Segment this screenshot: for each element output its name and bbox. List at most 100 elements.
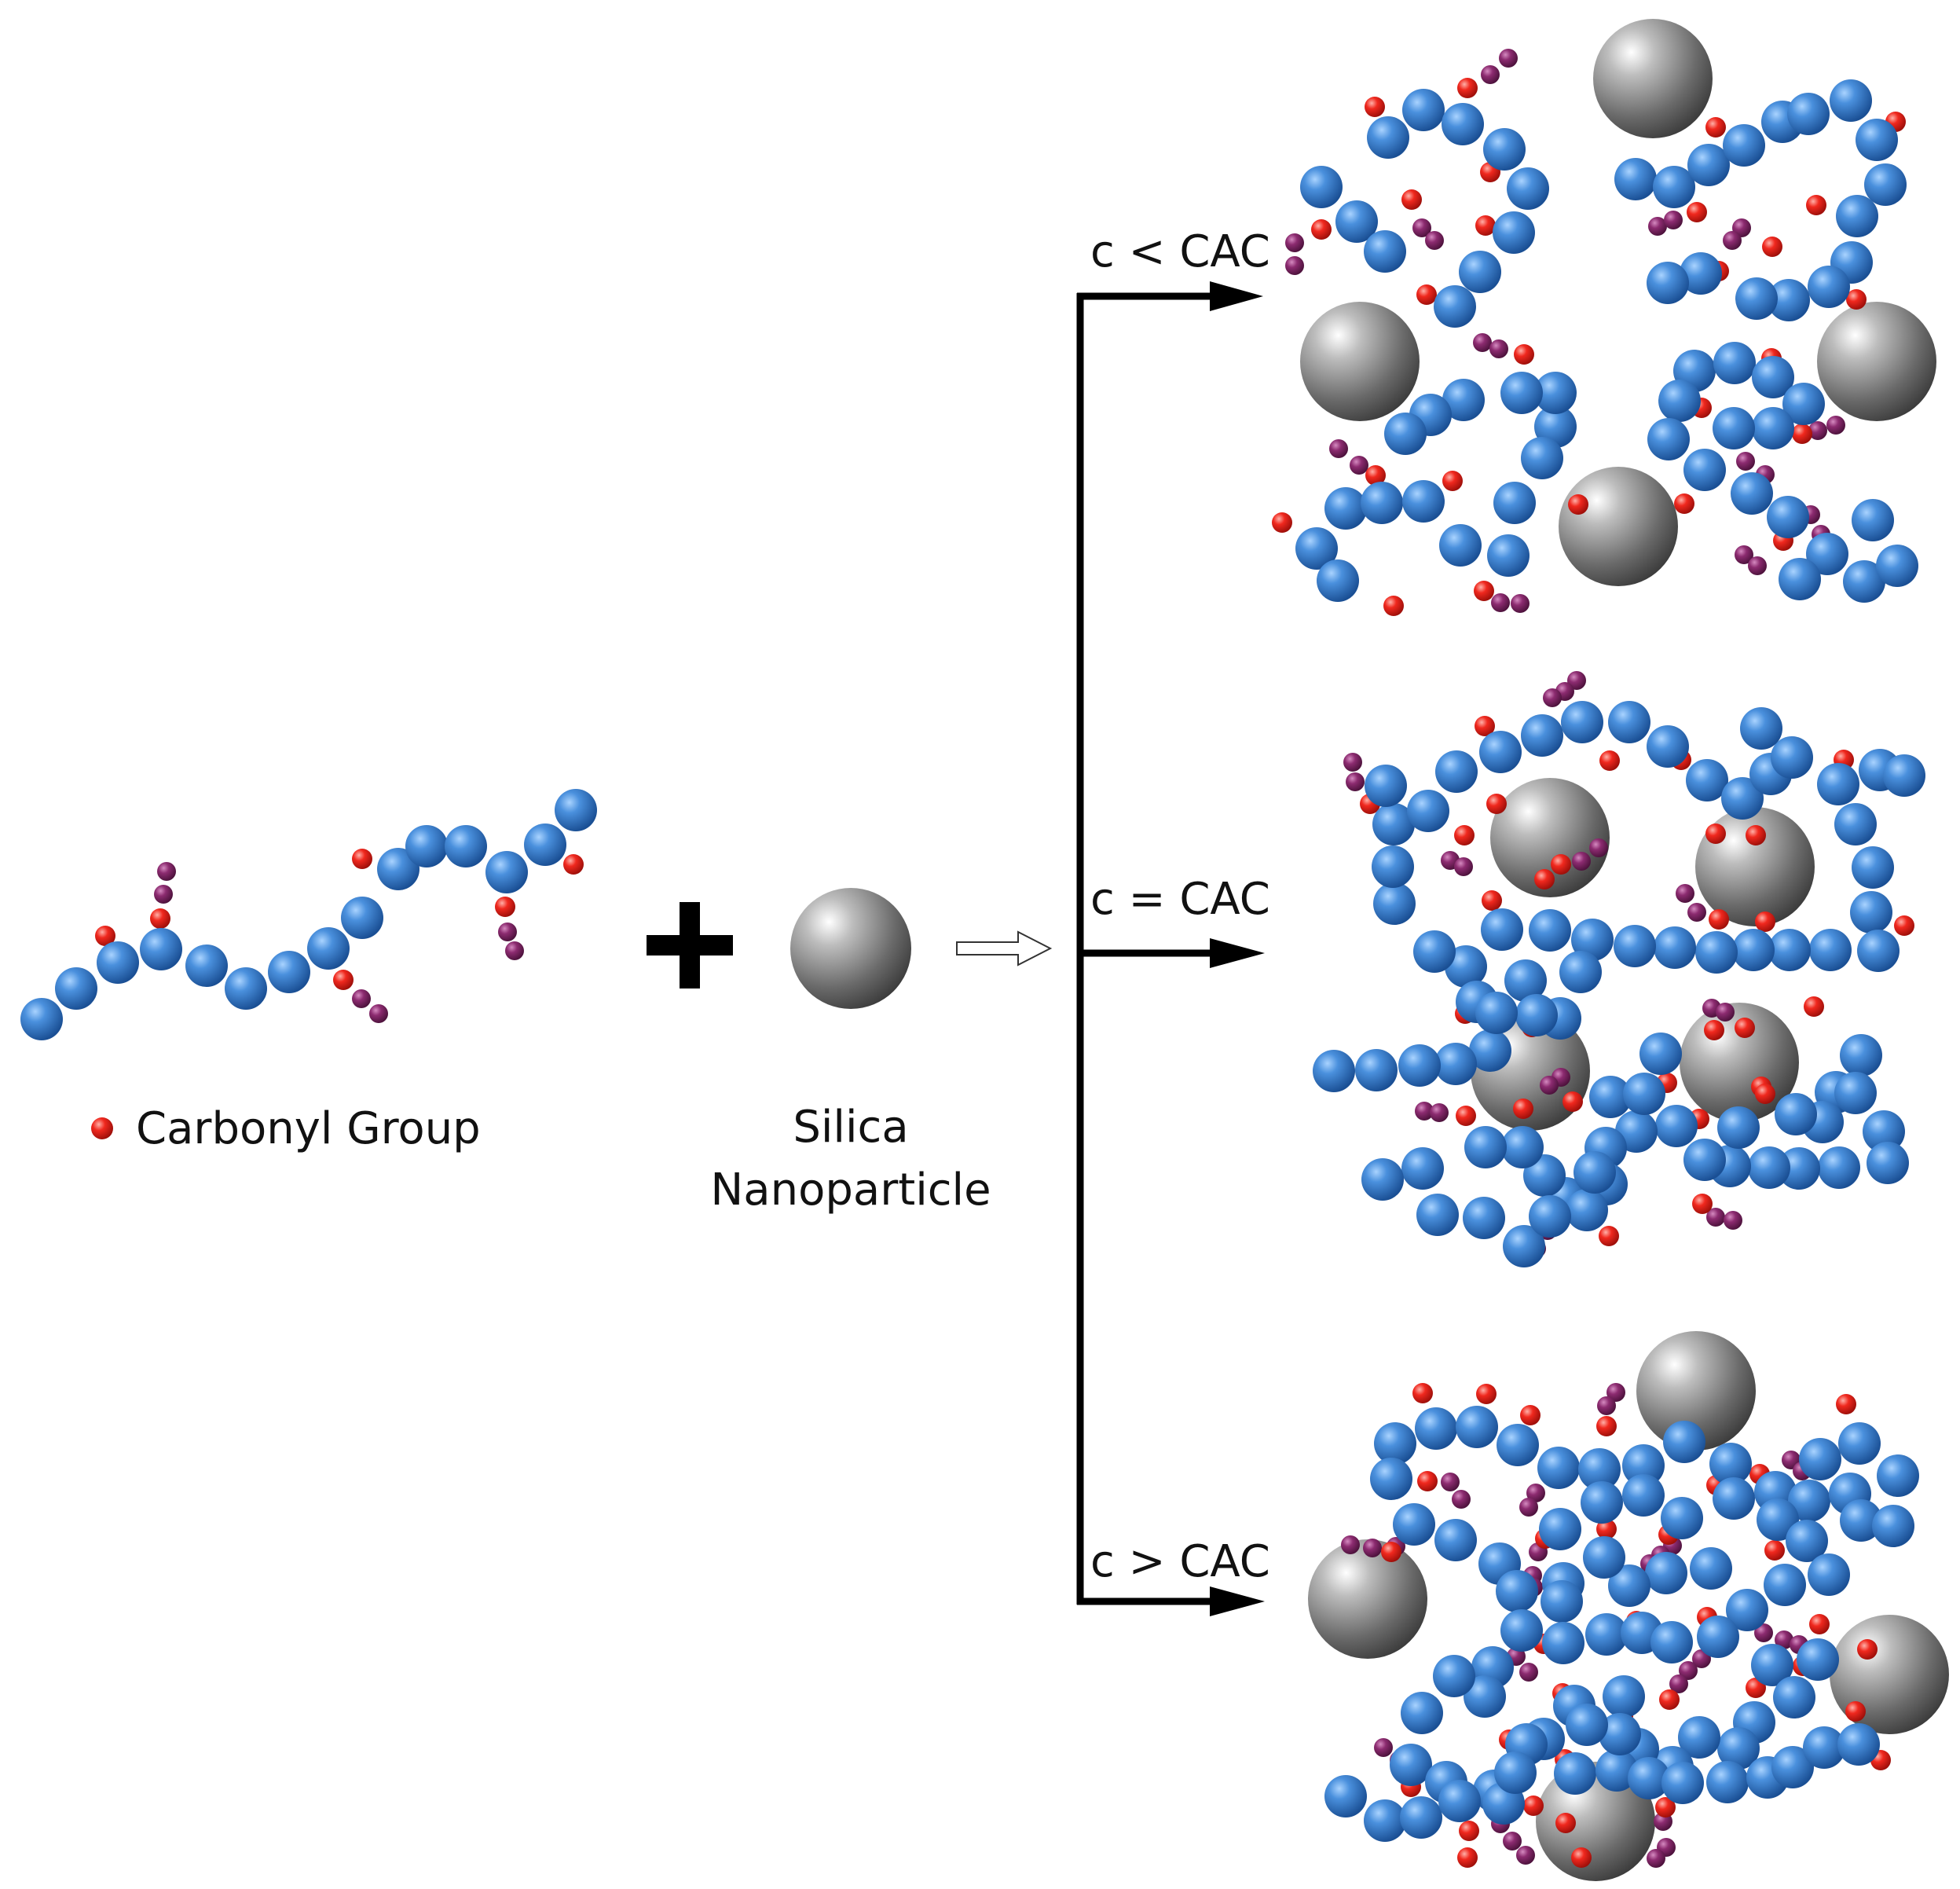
monomer-bead (1709, 1443, 1752, 1485)
monomer-bead (1850, 891, 1892, 933)
monomer-bead (1683, 1139, 1726, 1181)
carbonyl-bead (1523, 1795, 1544, 1816)
monomer-bead (1645, 1552, 1687, 1594)
monomer-bead (1843, 560, 1885, 603)
monomer-bead (1515, 994, 1558, 1036)
carbonyl-bead (1705, 823, 1726, 844)
carbonyl-bead (1551, 854, 1571, 875)
monomer-bead (1537, 1447, 1580, 1489)
monomer-bead (1373, 882, 1416, 925)
carbonyl-bead (1571, 1847, 1592, 1868)
monomer-bead (1864, 163, 1907, 206)
monomer-bead (1752, 356, 1794, 398)
side-chain-bead (1473, 333, 1492, 352)
monomer-bead (1840, 1499, 1882, 1542)
carbonyl-bead (1457, 78, 1478, 98)
monomer-bead (1433, 1655, 1475, 1697)
carbonyl-bead (1599, 750, 1620, 771)
monomer-bead (1364, 230, 1406, 273)
monomer-bead (1773, 1676, 1815, 1718)
carbonyl-bead (1846, 289, 1867, 310)
side-chain-bead (1754, 1623, 1773, 1642)
side-chain-bead (1716, 1003, 1735, 1022)
side-chain-bead (1775, 1630, 1793, 1649)
carbonyl-bead (1659, 1689, 1680, 1710)
side-chain-bead (498, 922, 517, 941)
side-chain-bead (369, 1004, 388, 1023)
monomer-bead (1487, 534, 1530, 577)
monomer-bead (1367, 116, 1409, 159)
side-chain-bead (1606, 1383, 1625, 1402)
side-chain-bead (1363, 1539, 1382, 1557)
monomer-bead (1415, 1407, 1457, 1450)
monomer-bead (1534, 372, 1577, 414)
monomer-bead (1653, 166, 1695, 208)
carbonyl-bead (1475, 215, 1496, 236)
monomer-bead (1401, 1692, 1443, 1734)
carbonyl-bead (1596, 1519, 1617, 1539)
carbonyl-bead (1599, 1226, 1619, 1246)
side-chain-bead (1597, 1396, 1616, 1415)
monomer-bead (1857, 930, 1900, 972)
monomer-bead (1863, 1110, 1905, 1153)
monomer-bead (1799, 1438, 1841, 1480)
side-chain-bead (1341, 1535, 1360, 1554)
monomer-bead (1493, 211, 1535, 254)
carbonyl-bead (1401, 189, 1422, 210)
monomer-bead (1788, 1480, 1830, 1522)
carbonyl-bead (1704, 1020, 1724, 1040)
monomer-bead (1581, 1481, 1623, 1524)
side-chain-bead (1589, 838, 1608, 857)
branch-label-below-cac: c < CAC (1090, 226, 1270, 277)
monomer-bead (1779, 558, 1821, 600)
monomer-bead (1324, 487, 1367, 530)
side-chain-bead (1425, 231, 1444, 250)
carbonyl-bead (1514, 344, 1534, 365)
carbonyl-bead (1416, 284, 1437, 305)
monomer-bead (1439, 524, 1482, 567)
carbonyl-bead (352, 849, 372, 869)
side-chain-bead (1374, 1738, 1393, 1757)
monomer-bead (1757, 1498, 1799, 1541)
monomer-bead (1374, 1422, 1416, 1465)
monomer-bead (1365, 765, 1407, 807)
monomer-bead (1393, 1503, 1435, 1546)
monomer-bead (1521, 714, 1563, 757)
monomer-bead (1599, 1713, 1641, 1755)
carbonyl-bead (333, 970, 354, 990)
monomer-bead (1501, 1126, 1544, 1168)
side-chain-bead (1519, 1663, 1538, 1682)
monomer-bead (1647, 418, 1690, 460)
monomer-bead (1566, 1189, 1608, 1231)
monomer-bead (1687, 144, 1730, 186)
side-chain-bead (1735, 545, 1753, 564)
monomer-bead (1806, 533, 1848, 575)
monomer-bead (1438, 1780, 1481, 1822)
side-chain-bead (1415, 1102, 1434, 1121)
monomer-bead (1751, 1644, 1793, 1686)
carbonyl-bead (1755, 1084, 1775, 1104)
carbonyl-bead (1762, 237, 1782, 257)
monomer-bead (1595, 1749, 1638, 1792)
side-chain-bead (1285, 256, 1304, 275)
monomer-bead (1655, 1105, 1698, 1147)
polymer-chain (20, 789, 597, 1040)
silica-particle (1636, 1331, 1756, 1451)
side-chain-bead (1343, 753, 1362, 772)
carbonyl-bead (95, 926, 115, 946)
monomer-bead (1317, 559, 1359, 602)
carbonyl-bead (1687, 202, 1707, 222)
side-chain-bead (1285, 233, 1304, 252)
monomer-bead (97, 941, 139, 984)
monomer-bead (445, 825, 487, 867)
monomer-bead (1650, 1621, 1693, 1663)
silica-label-line2: Nanoparticle (710, 1165, 991, 1216)
side-chain-bead (1748, 556, 1767, 575)
monomer-bead (1830, 79, 1872, 122)
carbonyl-bead (1792, 424, 1812, 444)
monomer-bead (1469, 1029, 1511, 1072)
side-chain-bead (1481, 65, 1500, 84)
monomer-bead (1767, 496, 1809, 538)
carbonyl-bead (1746, 825, 1766, 845)
monomer-bead (307, 927, 350, 970)
